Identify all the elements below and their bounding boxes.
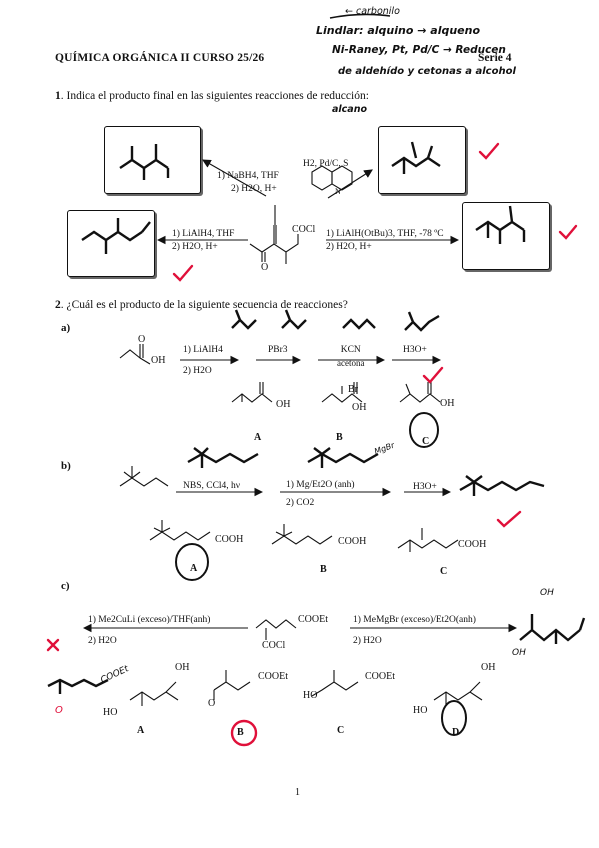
quinoline-structure: [311, 165, 353, 191]
part-c-optD-ho: HO: [413, 705, 428, 716]
part-a-optA-oh: OH: [276, 399, 291, 410]
part-c-optC-cooet: COOEt: [365, 671, 395, 682]
circle-part-b-A: [175, 543, 209, 581]
circle-part-c-D: [441, 700, 467, 736]
handwritten-note-1: ← carbonilo: [345, 6, 400, 17]
handwritten-note-3: Ni-Raney, Pt, Pd/C → Reducen: [332, 44, 506, 56]
answer-box-lialhotbu: [462, 202, 550, 270]
substrate-cocl: COCl: [292, 224, 316, 235]
part-c-optB-cooet: COOEt: [258, 671, 288, 682]
page-number: 1: [295, 787, 300, 798]
selection-circles: [175, 412, 467, 736]
red-check-2: [478, 142, 500, 160]
handwritten-note-5: alcano: [332, 104, 367, 115]
question-2-number: 2: [55, 299, 61, 311]
question-1-number: 1: [55, 90, 61, 102]
question-1-text: . Indica el producto final en las siguie…: [60, 90, 369, 102]
part-c-optD-oh: OH: [481, 662, 496, 673]
part-b-option-B[interactable]: B: [320, 564, 327, 575]
part-a-optC-oh: OH: [440, 398, 455, 409]
part-b-optB-cooh: COOH: [338, 536, 367, 547]
part-b-label: b): [61, 460, 71, 472]
red-check-1: [172, 264, 194, 282]
part-c-structures: [82, 619, 518, 706]
part-c-optA-oh: OH: [175, 662, 190, 673]
part-c-option-B[interactable]: B: [237, 727, 244, 738]
answer-box-nabh4: [104, 126, 201, 194]
part-c-label: c): [61, 580, 70, 592]
part-a-optB-oh: OH: [352, 402, 367, 413]
handwritten-note-2: Lindlar: alquino → alqueno: [316, 24, 481, 37]
part-a-step4: H3O+: [403, 345, 427, 355]
answer-box-h2: [378, 126, 466, 194]
handwritten-c-oh2: OH: [512, 648, 526, 658]
cond-lialhotbu: 1) LiAlH(OtBu)3, THF, -78 ºC 2) H2O, H+: [326, 229, 444, 252]
part-b-step3: H3O+: [413, 482, 437, 492]
part-b-option-C[interactable]: C: [440, 566, 448, 577]
part-a-step2: PBr3: [268, 345, 288, 355]
part-c-optB-o: O: [208, 698, 216, 709]
circle-part-a-C: [409, 412, 439, 448]
part-a-structures: [119, 344, 442, 403]
red-marks: [46, 142, 578, 747]
part-c-option-A[interactable]: A: [137, 725, 145, 736]
red-circle-part-c-B: [230, 719, 258, 747]
q1-substrate-structure: [249, 205, 299, 264]
red-check-3: [558, 224, 578, 240]
part-a-option-B[interactable]: B: [336, 432, 343, 443]
part-a-option-C[interactable]: C: [422, 436, 430, 447]
red-check-5: [496, 510, 522, 528]
part-c-right-cond: 1) MeMgBr (exceso)/Et2O(anh) 2) H2O: [353, 615, 476, 646]
part-a-start-o: O: [138, 334, 146, 345]
part-b-step1: NBS, CCl4, hν: [183, 481, 241, 491]
arrow-nabh4: [202, 159, 267, 197]
part-b-structures: [119, 466, 459, 552]
page-title: QUÍMICA ORGÁNICA II CURSO 25/26: [55, 52, 265, 64]
answer-box-lialh4: [67, 210, 155, 277]
part-b-optC-cooh: COOH: [458, 539, 487, 550]
question-2: 2. ¿Cuál es el producto de la siguiente …: [55, 299, 348, 311]
handwritten-c-o: O: [55, 705, 63, 716]
red-check-4: [422, 366, 444, 384]
cond-lialh4: 1) LiAlH4, THF 2) H2O, H+: [172, 229, 235, 252]
part-c-option-C[interactable]: C: [337, 725, 345, 736]
part-c-substrate-cooet: COOEt: [298, 614, 328, 625]
part-a-step1: 1) LiAlH4 2) H2O: [183, 345, 223, 376]
part-b-option-A[interactable]: A: [190, 563, 198, 574]
handwritten-note-4: de aldehído y cetonas a alcohol: [338, 66, 516, 77]
cond-h2: H2, Pd/C, S: [303, 159, 349, 169]
question-1: 1. Indica el producto final en las sigui…: [55, 90, 369, 102]
part-c-optC-ho: HO: [303, 690, 318, 701]
red-cross: [46, 638, 60, 652]
part-a-start-oh: OH: [151, 355, 166, 366]
part-a-step3: KCN acetona: [337, 345, 365, 368]
substrate-ketone-o: O: [261, 262, 269, 273]
series-label: Serie 4: [478, 52, 512, 64]
part-b-step2: 1) Mg/Et2O (anh) 2) CO2: [286, 480, 355, 508]
arrow-h2: [327, 169, 373, 199]
part-a-optB-br: Br: [348, 384, 358, 395]
handwritten-c-oh1: OH: [540, 588, 554, 598]
part-c-substrate-cocl: COCl: [262, 640, 286, 651]
part-c-option-D[interactable]: D: [452, 727, 460, 738]
part-a-option-A[interactable]: A: [254, 432, 262, 443]
question-2-text: . ¿Cuál es el producto de la siguiente s…: [60, 299, 348, 311]
part-c-optA-ho: HO: [103, 707, 118, 718]
part-c-left-cond: 1) Me2CuLi (exceso)/THF(anh) 2) H2O: [88, 615, 211, 646]
handwritten-box-structures: [47, 141, 586, 694]
part-b-optA-cooh: COOH: [215, 534, 244, 545]
header-scribble: [329, 13, 391, 19]
part-a-label: a): [61, 322, 71, 334]
